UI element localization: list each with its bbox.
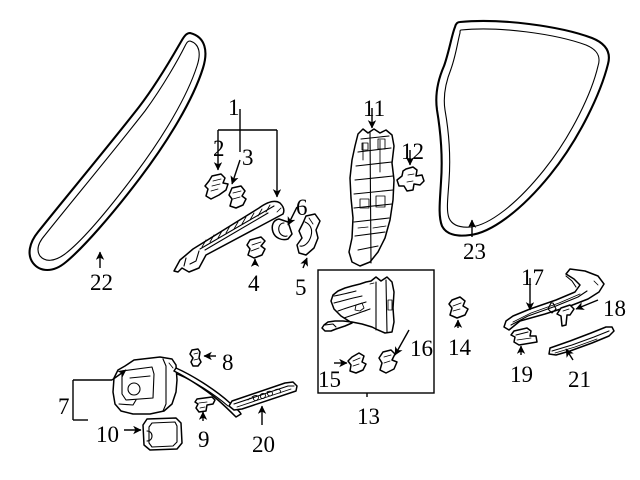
callout-2[interactable]: 2 bbox=[213, 136, 225, 161]
callout-14[interactable]: 14 bbox=[448, 335, 471, 360]
part-16-clip bbox=[378, 349, 398, 374]
part-19-rear-scuff-retainer bbox=[510, 327, 538, 346]
callout-15[interactable]: 15 bbox=[318, 367, 341, 392]
callout-11[interactable]: 11 bbox=[363, 96, 386, 121]
part-9-clip bbox=[194, 396, 216, 413]
leader-3 bbox=[230, 159, 241, 185]
part-15-clip bbox=[347, 352, 367, 374]
callout-23[interactable]: 23 bbox=[463, 239, 486, 264]
part-22-front-door-weatherstrip bbox=[28, 31, 207, 272]
part-5-bracket bbox=[296, 213, 321, 256]
part-4-clip bbox=[246, 236, 266, 259]
part-1-front-pillar-trim bbox=[173, 200, 285, 273]
part-7-cowl-side-trim bbox=[112, 356, 242, 418]
part-17-rear-scuff-plate bbox=[503, 268, 605, 331]
leader-5 bbox=[300, 257, 308, 269]
callout-19[interactable]: 19 bbox=[510, 362, 533, 387]
part-3-clip bbox=[228, 185, 247, 209]
callout-10[interactable]: 10 bbox=[96, 422, 119, 447]
callout-5[interactable]: 5 bbox=[295, 275, 307, 300]
callout-16[interactable]: 16 bbox=[410, 336, 433, 361]
part-14-clip bbox=[448, 296, 469, 319]
leader-1 bbox=[217, 109, 282, 198]
part-12-clip bbox=[396, 166, 425, 192]
leader-18 bbox=[575, 299, 599, 310]
callout-12[interactable]: 12 bbox=[401, 139, 424, 164]
callout-3[interactable]: 3 bbox=[242, 145, 254, 170]
leader-6 bbox=[287, 206, 298, 226]
callout-1[interactable]: 1 bbox=[228, 95, 240, 120]
callout-13[interactable]: 13 bbox=[357, 404, 380, 429]
callout-9[interactable]: 9 bbox=[198, 427, 210, 452]
callout-6[interactable]: 6 bbox=[296, 195, 308, 220]
leader-7 bbox=[72, 369, 127, 421]
leader-21 bbox=[565, 348, 574, 361]
callout-8[interactable]: 8 bbox=[222, 350, 234, 375]
part-23-rear-door-weatherstrip bbox=[435, 19, 610, 237]
part-11-center-pillar-trim bbox=[348, 128, 395, 267]
part-13-quarter-trim-group bbox=[317, 269, 435, 394]
leader-16 bbox=[394, 329, 410, 356]
part-8-clip bbox=[189, 348, 202, 367]
part-20-front-door-sill-plate bbox=[228, 381, 298, 411]
callout-7[interactable]: 7 bbox=[58, 394, 70, 419]
callout-18[interactable]: 18 bbox=[603, 296, 626, 321]
part-21-rear-door-sill-trim bbox=[548, 326, 615, 356]
callout-22[interactable]: 22 bbox=[90, 270, 113, 295]
callout-20[interactable]: 20 bbox=[252, 432, 275, 457]
part-6-grommet bbox=[271, 218, 293, 241]
part-2-clip bbox=[204, 173, 229, 200]
callout-17[interactable]: 17 bbox=[521, 265, 544, 290]
part-10-cowl-side-cover bbox=[142, 417, 183, 451]
callout-4[interactable]: 4 bbox=[248, 271, 260, 296]
callout-21[interactable]: 21 bbox=[568, 367, 591, 392]
part-18-clip bbox=[556, 304, 575, 327]
